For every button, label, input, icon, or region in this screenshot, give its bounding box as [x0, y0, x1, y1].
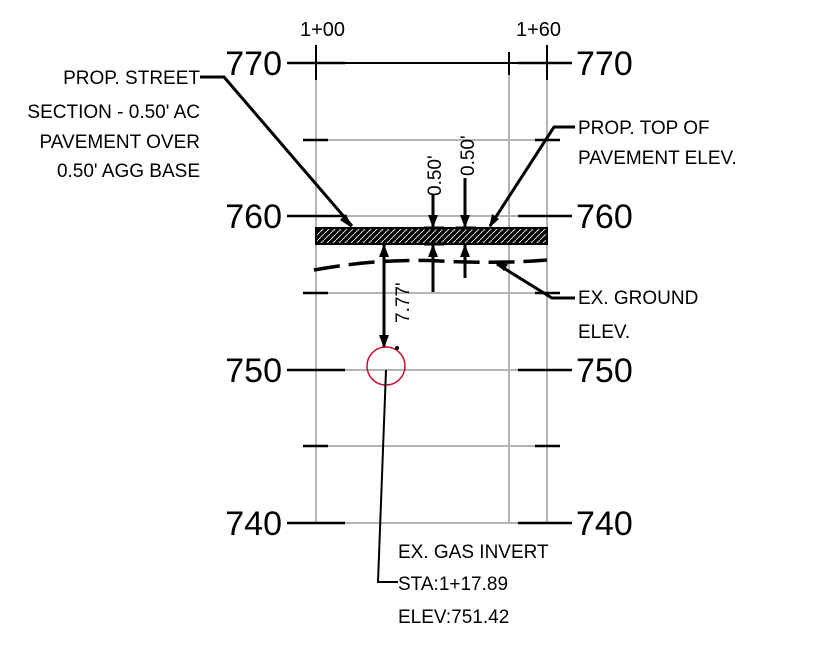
elev-ticks-left — [287, 61, 345, 525]
elevation-label: 750 — [576, 352, 633, 390]
prop-street-line4: 0.50' AGG BASE — [57, 161, 200, 182]
gas-leader — [376, 369, 398, 583]
gas-line3: ELEV:751.42 — [398, 607, 509, 628]
gas-line1: EX. GAS INVERT — [398, 542, 549, 563]
existing-ground-line — [313, 258, 548, 272]
station-label: 1+60 — [516, 19, 561, 41]
dim-arrow — [460, 244, 470, 257]
prop-street-leader — [200, 75, 354, 227]
prop-street-line1: PROP. STREET — [63, 68, 200, 89]
ex-ground-line1: EX. GROUND — [578, 288, 698, 309]
dimension-ac — [424, 195, 444, 292]
elevation-label: 760 — [225, 198, 282, 236]
pavement-section — [315, 227, 548, 245]
prop-street-line3: PAVEMENT OVER — [40, 132, 200, 153]
frame-ticks — [315, 45, 548, 80]
dim-label-ac: 0.50' — [425, 155, 446, 196]
prop-top-line1: PROP. TOP OF — [578, 118, 710, 139]
dim-label-base: 0.50' — [458, 135, 479, 176]
elevation-label: 750 — [225, 352, 282, 390]
leader-arrow — [489, 214, 499, 228]
prop-top-leader — [488, 125, 575, 227]
dim-label-depth: 7.77' — [393, 282, 414, 323]
elevation-label: 770 — [225, 45, 282, 83]
elevation-label: 740 — [225, 505, 282, 543]
gas-line2: STA:1+17.89 — [398, 574, 508, 595]
elev-ticks-right — [518, 61, 572, 525]
elevation-label: 770 — [576, 45, 633, 83]
dim-arrow — [379, 244, 389, 257]
prop-street-line2: SECTION - 0.50' AC — [27, 102, 200, 123]
ex-ground-leader — [496, 262, 575, 300]
leader-arrow — [340, 214, 352, 228]
station-label: 1+00 — [300, 19, 345, 41]
ex-ground-line2: ELEV. — [578, 322, 630, 343]
dim-arrow — [379, 335, 389, 348]
dim-arrow — [428, 215, 438, 228]
dim-arrow — [428, 244, 438, 257]
dim-arrow — [460, 215, 470, 228]
grid — [315, 62, 548, 524]
elevation-label: 760 — [576, 198, 633, 236]
gas-invert-point — [395, 346, 399, 350]
elevation-label: 740 — [576, 505, 633, 543]
leader-arrow — [494, 262, 508, 271]
prop-top-line2: PAVEMENT ELEV. — [578, 148, 737, 169]
